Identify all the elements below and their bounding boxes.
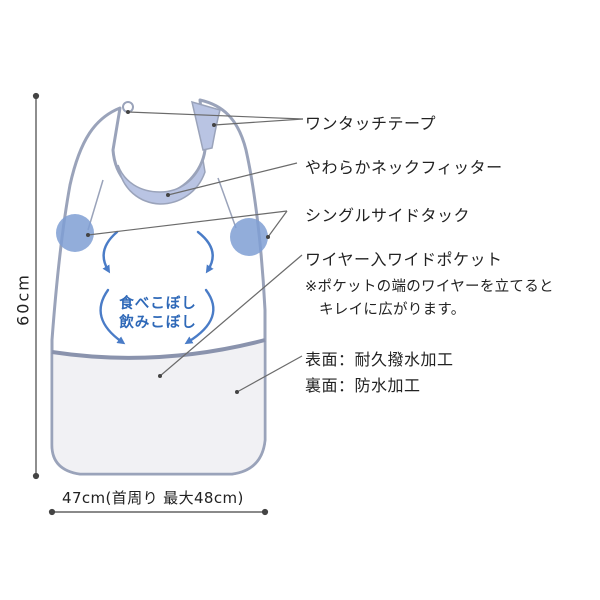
pocket-note-line2: キレイに広がります。 bbox=[319, 302, 466, 318]
arrow-left-upper bbox=[102, 230, 119, 274]
width-label: 47cm(首周り 最大48cm) bbox=[62, 489, 244, 507]
height-dimension-line bbox=[32, 92, 40, 480]
leader-lines bbox=[87, 111, 304, 393]
pocket bbox=[50, 338, 267, 476]
spill-label-drink: 飲みこぼし bbox=[119, 315, 197, 331]
one-touch-tape bbox=[190, 100, 221, 151]
material-back: 裏面：防水加工 bbox=[305, 376, 421, 395]
callout-one-touch-tape: ワンタッチテープ bbox=[305, 114, 437, 133]
material-front: 表面：耐久撥水加工 bbox=[305, 350, 454, 369]
width-dimension-line bbox=[48, 508, 269, 516]
callout-wide-pocket: ワイヤー入ワイドポケット bbox=[305, 250, 503, 269]
callout-side-tuck: シングルサイドタック bbox=[305, 206, 471, 225]
spill-label-food: 食べこぼし bbox=[119, 296, 197, 312]
arrow-right-lower bbox=[184, 288, 215, 345]
neck-fitter bbox=[117, 159, 206, 205]
right-tuck-circle bbox=[230, 218, 268, 256]
pocket-note-line1: ※ポケットの端のワイヤーを立てると bbox=[305, 279, 554, 295]
callout-neck-fitter: やわらかネックフィッター bbox=[305, 158, 503, 177]
arrow-left-lower bbox=[99, 288, 126, 345]
left-tuck-seam bbox=[87, 179, 104, 231]
pocket-rim bbox=[51, 338, 266, 360]
leader-dots bbox=[86, 110, 270, 394]
right-tuck-seam bbox=[217, 177, 237, 229]
height-label: 60cm bbox=[13, 273, 33, 326]
spill-arrows bbox=[99, 230, 215, 345]
arrow-right-upper bbox=[196, 230, 214, 274]
left-tuck-circle bbox=[56, 214, 94, 252]
